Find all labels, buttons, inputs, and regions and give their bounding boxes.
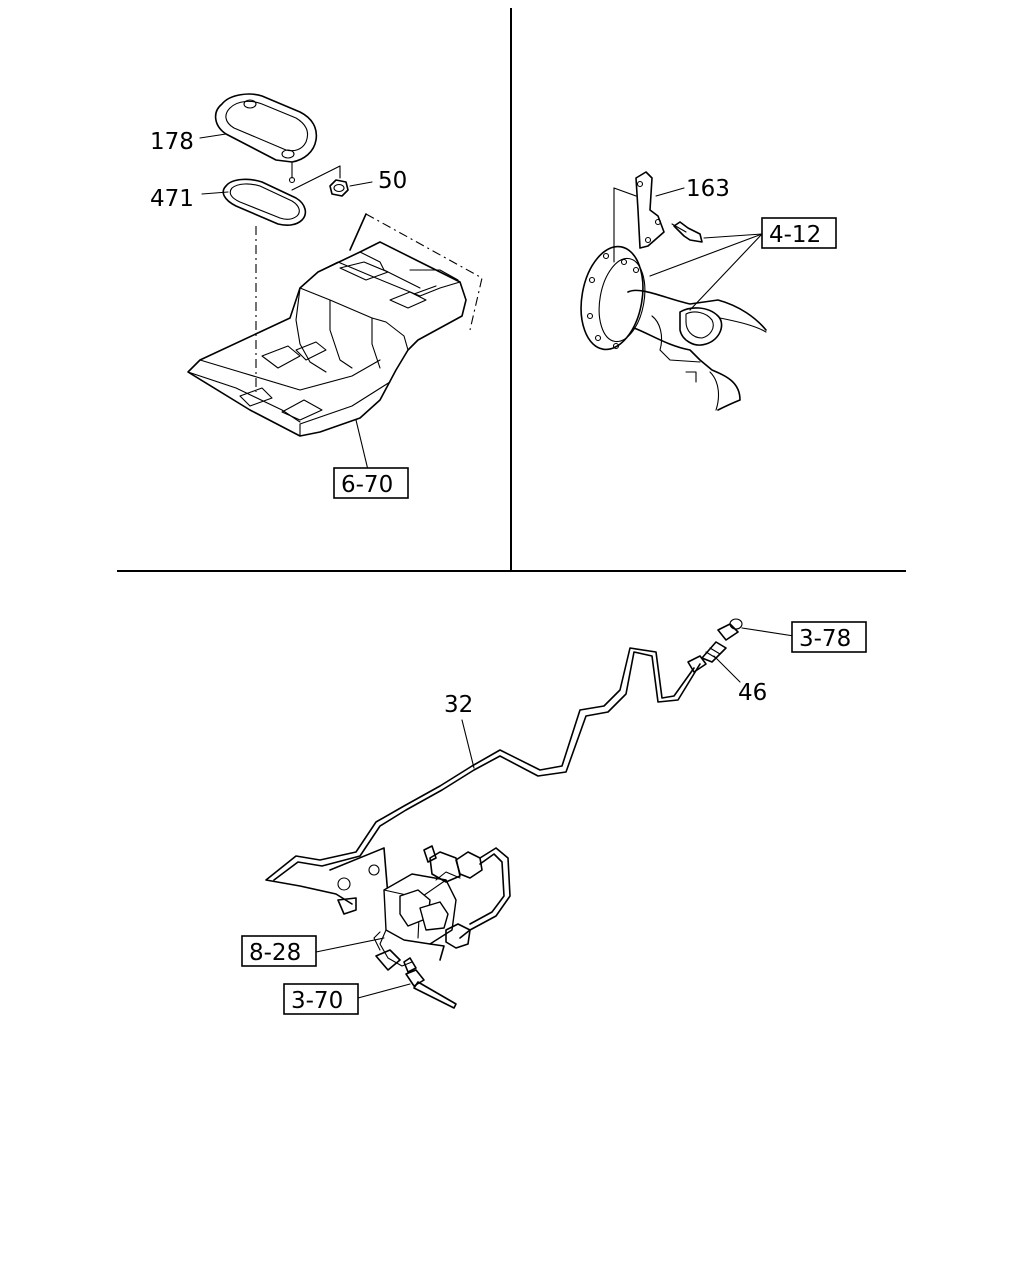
callout-32: 32 [444,692,473,718]
callout-46: 46 [738,680,767,706]
callout-163: 163 [686,176,730,202]
axle-housing [580,245,767,411]
callout-178: 178 [150,129,194,155]
reference-box-6-70[interactable]: 6-70 [333,467,409,499]
reference-label-8-28: 8-28 [249,940,301,966]
reference-box-3-70[interactable]: 3-70 [283,983,359,1015]
brake-valve-assembly [329,845,511,1009]
gasket-part-471 [222,178,307,226]
cover-plate-part-178 [214,93,318,184]
bracket-part-163 [613,171,665,263]
brake-pipe-part-32 [265,647,701,905]
reference-box-4-12[interactable]: 4-12 [761,217,837,249]
floor-panel [187,213,483,437]
nut-part-50 [329,179,349,197]
reference-label-4-12: 4-12 [769,222,821,248]
reference-label-6-70: 6-70 [341,472,393,498]
bolt [671,221,703,243]
callout-50: 50 [378,168,407,194]
panel-dividers [117,8,906,572]
leader-lines-top-left [199,133,373,471]
pipe-fitting-part-46 [687,618,743,673]
reference-box-8-28[interactable]: 8-28 [241,935,317,967]
reference-box-3-78[interactable]: 3-78 [791,621,867,653]
reference-label-3-70: 3-70 [291,988,343,1014]
leader-lines-top-right [649,187,763,311]
assembly-guide-lines [255,165,341,392]
leader-lines-bottom [315,627,795,999]
callout-471: 471 [150,186,194,212]
reference-label-3-78: 3-78 [799,626,851,652]
